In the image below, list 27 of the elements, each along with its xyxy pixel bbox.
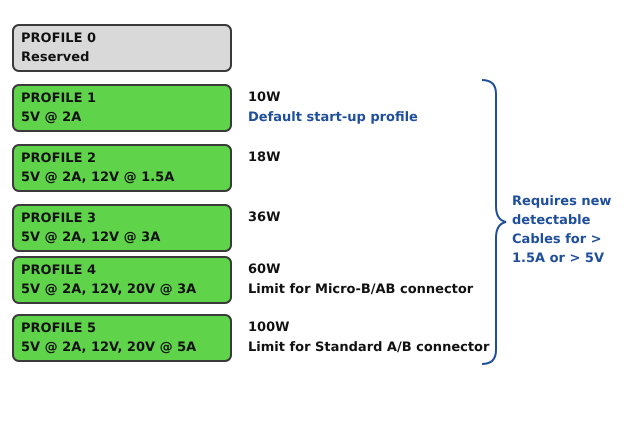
profile-title: PROFILE 2 [21, 150, 98, 168]
power-label: 18W [248, 149, 280, 167]
profile-spec: 5V @ 2A [21, 109, 82, 127]
power-label: 36W [248, 209, 280, 227]
profile-spec: 5V @ 2A, 12V, 20V @ 3A [21, 281, 198, 299]
profile-title: PROFILE 4 [21, 262, 98, 280]
profile-spec: 5V @ 2A, 12V @ 1.5A [21, 169, 176, 187]
profile-box [12, 24, 232, 72]
power-label: 100W [248, 319, 290, 337]
profile-spec: 5V @ 2A, 12V @ 3A [21, 229, 162, 247]
profile-box [12, 204, 232, 252]
profile-title: PROFILE 0 [21, 30, 98, 48]
profile-spec: 5V @ 2A, 12V, 20V @ 5A [21, 339, 198, 357]
description-text: Default start-up profile [248, 109, 418, 127]
profile-box [12, 256, 232, 304]
description-text: Limit for Micro-B/AB connector [248, 281, 474, 299]
profile-spec: Reserved [21, 49, 90, 67]
note-text: Requires new detectable Cables for > 1.5A or > 5V [512, 193, 612, 268]
profile-box [12, 144, 232, 192]
profile-title: PROFILE 1 [21, 90, 98, 108]
profile-box [12, 84, 232, 132]
profile-box [12, 314, 232, 362]
description-text: Limit for Standard A/B connector [248, 339, 490, 357]
power-label: 60W [248, 261, 282, 279]
power-label: 10W [248, 89, 282, 107]
profile-title: PROFILE 5 [21, 320, 98, 338]
profile-title: PROFILE 3 [21, 210, 98, 228]
